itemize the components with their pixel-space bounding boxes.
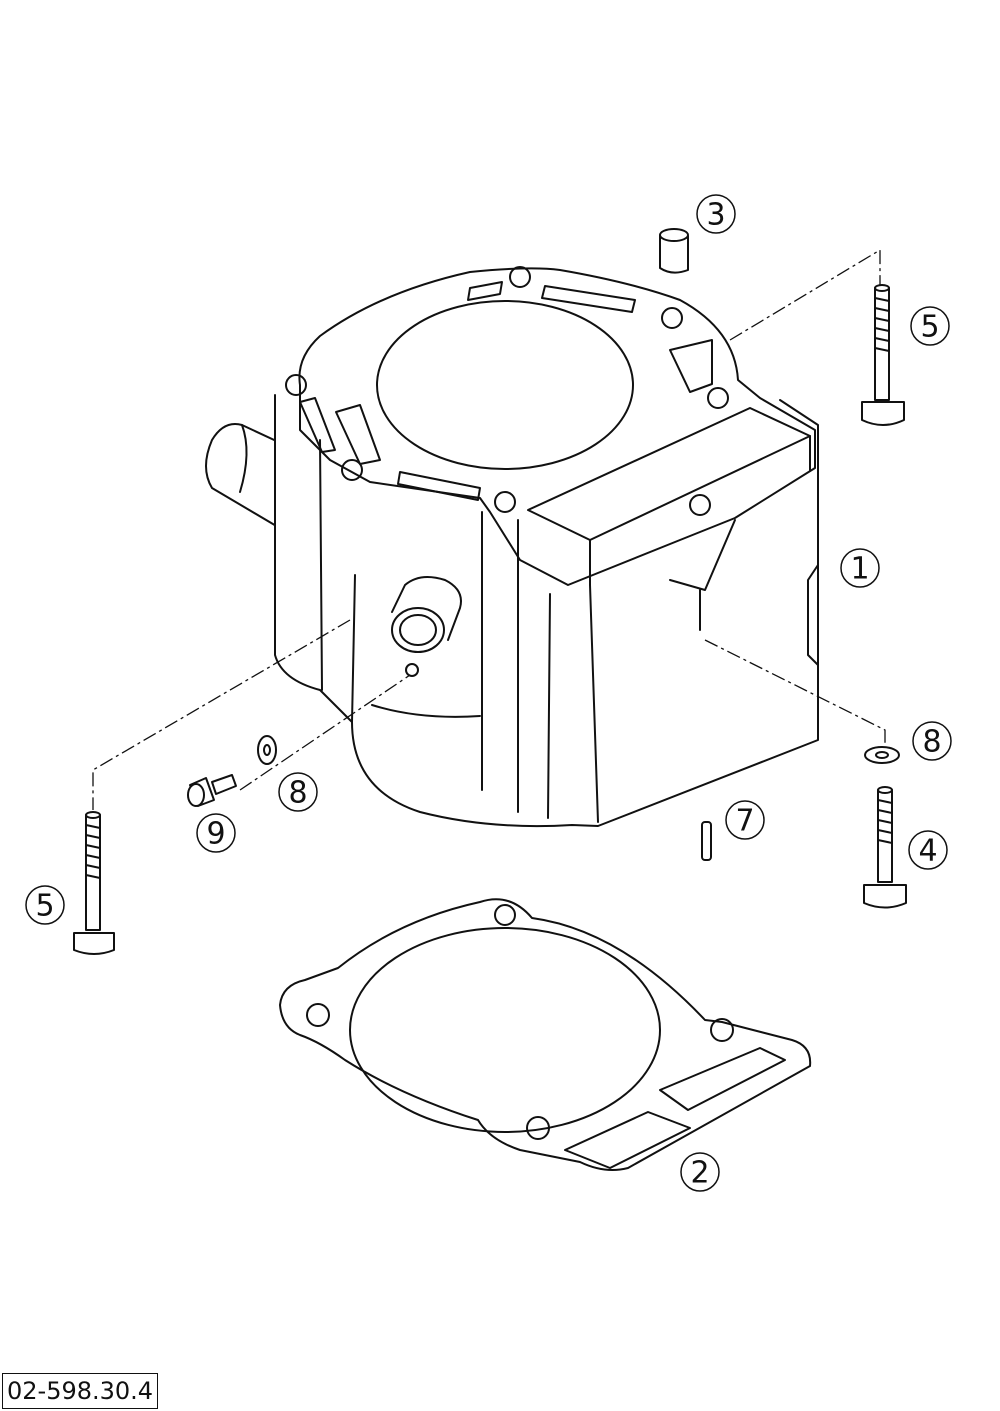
washer-part-8-right	[864, 746, 900, 764]
base-gasket-part	[279, 898, 812, 1171]
cylinder-part	[205, 266, 819, 828]
callout-9-label: 9	[206, 817, 225, 852]
callout-4-label: 4	[918, 834, 937, 869]
callout-3-label: 3	[706, 198, 725, 233]
callout-8-left-label: 8	[288, 776, 307, 811]
callout-7: 7	[725, 800, 765, 840]
diagram-reference-code: 02-598.30.4	[2, 1373, 159, 1409]
callout-3: 3	[696, 194, 736, 234]
callout-1: 1	[840, 548, 880, 588]
assembly-lines	[92, 248, 886, 810]
callout-9: 9	[196, 813, 236, 853]
bolt-part-5-left	[73, 811, 115, 955]
callout-2-label: 2	[690, 1156, 709, 1191]
callout-8-right: 8	[912, 721, 952, 761]
callout-2: 2	[680, 1152, 720, 1192]
callout-5-left: 5	[25, 885, 65, 925]
callouts: 1 2 3 4 5 5 7 8	[25, 194, 952, 1192]
dowel-sleeve-part	[659, 228, 689, 274]
callout-7-label: 7	[735, 804, 754, 839]
bolt-part-5-right	[861, 284, 905, 426]
screw-part-9	[187, 774, 237, 807]
callout-4: 4	[908, 830, 948, 870]
callout-1-label: 1	[850, 552, 869, 587]
callout-5-right: 5	[910, 306, 950, 346]
callout-8-right-label: 8	[922, 725, 941, 760]
washer-part-8-left	[257, 735, 277, 765]
callout-5-right-label: 5	[920, 310, 939, 345]
pin-part-7	[701, 821, 712, 861]
callout-5-left-label: 5	[35, 889, 54, 924]
bolt-part-4	[863, 786, 907, 909]
callout-8-left: 8	[278, 772, 318, 812]
